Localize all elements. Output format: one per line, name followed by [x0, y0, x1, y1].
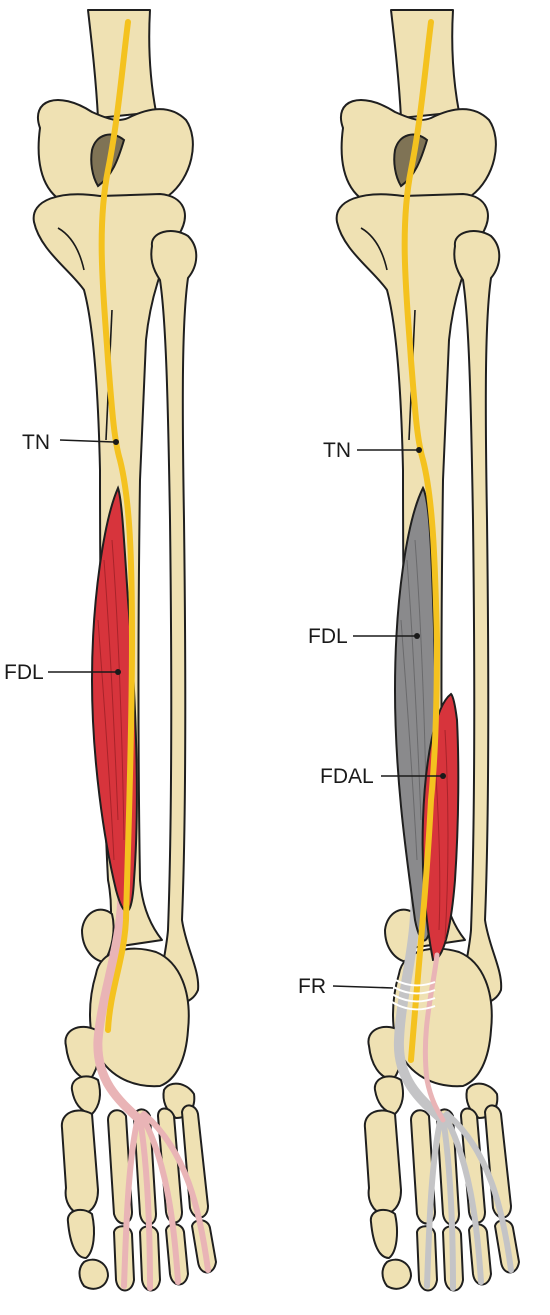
right-label-fdl: FDL	[308, 625, 420, 648]
left-label-tn-text: TN	[22, 431, 50, 454]
left-label-fdl-text: FDL	[4, 661, 44, 684]
left-tibial-nerve	[98, 19, 136, 1033]
left-fdl-tendon-toe-2	[137, 1115, 153, 1291]
left-fdl-tendon-main	[93, 875, 145, 1125]
right-label-fdal: FDAL	[320, 765, 446, 788]
right-fdl-tendon-toe-4	[444, 1111, 514, 1273]
right-flexor-retinaculum	[388, 975, 436, 1011]
right-label-tn-text: TN	[323, 439, 351, 462]
left-fdl-tendon-toe-3	[139, 1113, 181, 1285]
right-fdl-tendon-toe-2	[440, 1115, 456, 1291]
right-label-tn: TN	[323, 439, 422, 462]
right-leg: TN FDL FDAL FR	[298, 9, 520, 1292]
right-fdl-tendon-toe-3	[442, 1113, 484, 1285]
left-fdl-tendons	[93, 875, 211, 1291]
right-label-fdl-text: FDL	[308, 625, 348, 648]
left-fdl-tendon-toe-4	[141, 1111, 211, 1273]
right-tibial-nerve	[401, 19, 441, 1063]
left-leg: TN FDL	[4, 9, 217, 1292]
left-label-tn: TN	[22, 431, 119, 454]
right-fdl-tendons	[393, 875, 514, 1291]
left-label-fdl: FDL	[4, 661, 121, 684]
right-fdl-tendon-main	[393, 875, 448, 1125]
right-label-fr-text: FR	[298, 975, 326, 998]
left-fdl-tendon-toe-1	[121, 1115, 141, 1289]
right-label-fr: FR	[298, 975, 394, 998]
right-label-fdal-text: FDAL	[320, 765, 374, 788]
right-fdal-muscle-fibers	[434, 729, 449, 941]
left-fdl-muscle-fibers	[97, 539, 125, 861]
right-fdl-tendon-toe-1	[424, 1115, 444, 1289]
